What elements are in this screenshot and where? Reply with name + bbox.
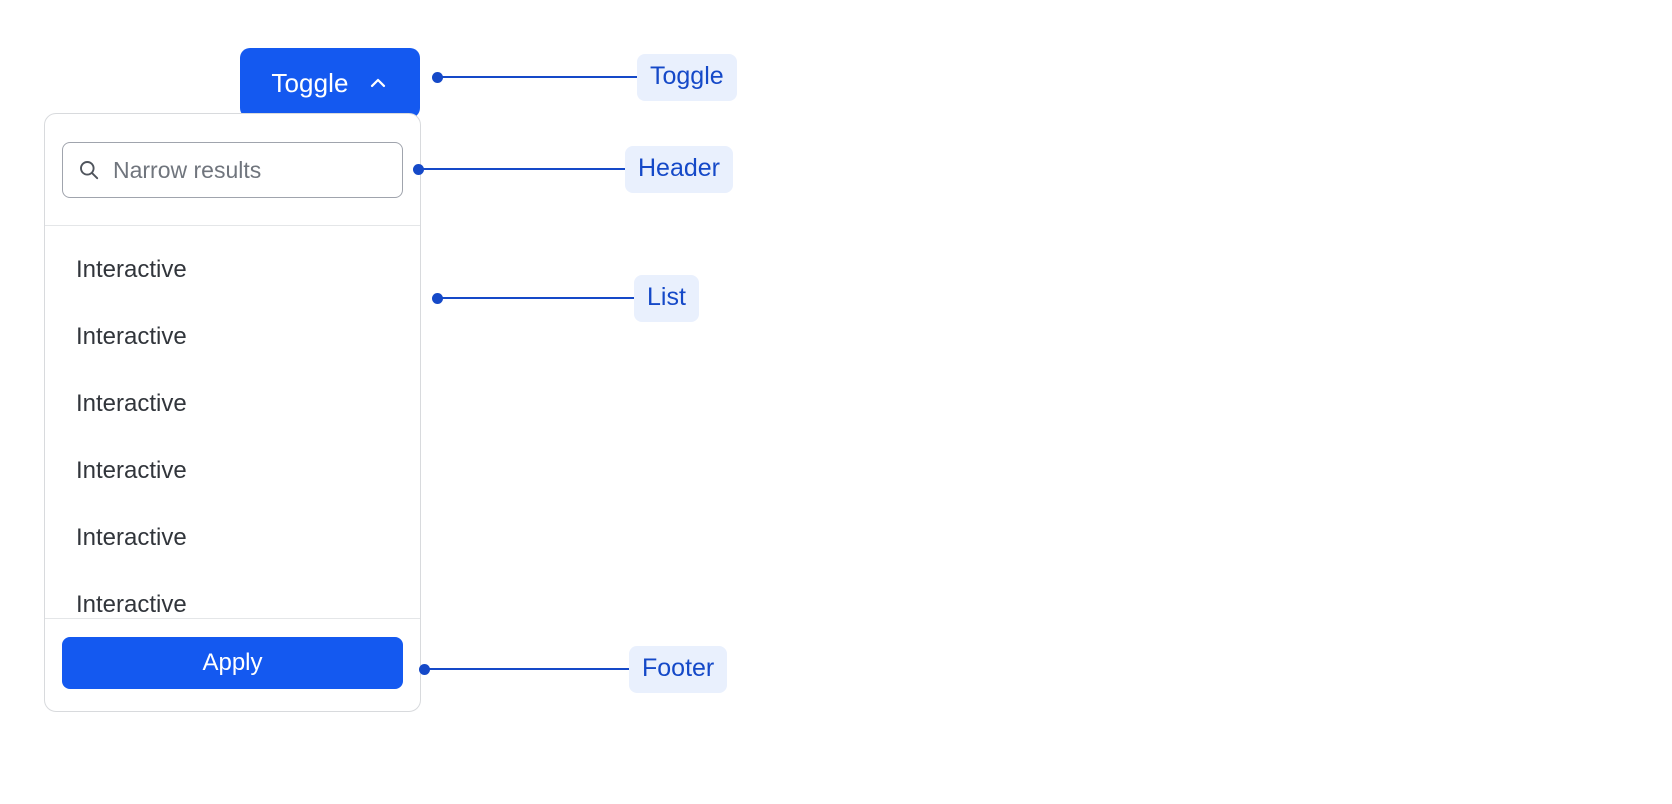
list-item[interactable]: Interactive <box>45 236 420 303</box>
search-icon <box>77 158 101 182</box>
annotation-label: Toggle <box>637 53 737 101</box>
annotation-leader-line <box>442 297 634 299</box>
annotation-dot-icon <box>432 292 443 304</box>
annotation-footer: Footer <box>419 645 728 693</box>
search-box[interactable] <box>62 142 403 198</box>
annotation-dot-icon <box>413 163 424 175</box>
search-input[interactable] <box>113 156 388 184</box>
list-item-label: Interactive <box>76 389 187 417</box>
dropdown-panel: Interactive Interactive Interactive Inte… <box>44 113 421 712</box>
annotation-leader-line <box>442 76 637 78</box>
annotation-leader-line <box>423 168 625 170</box>
list-item-label: Interactive <box>76 590 187 618</box>
list-item-label: Interactive <box>76 255 187 283</box>
list-item[interactable]: Interactive <box>45 437 420 504</box>
annotation-label: List <box>634 274 699 322</box>
chevron-up-icon <box>367 72 389 94</box>
panel-list[interactable]: Interactive Interactive Interactive Inte… <box>45 226 420 618</box>
list-item-label: Interactive <box>76 456 187 484</box>
annotation-toggle: Toggle <box>432 53 737 101</box>
annotation-label: Header <box>625 145 733 193</box>
toggle-button[interactable]: Toggle <box>240 48 420 118</box>
list-item[interactable]: Interactive <box>45 504 420 571</box>
list-item[interactable]: Interactive <box>45 303 420 370</box>
list-item-label: Interactive <box>76 322 187 350</box>
annotation-dot-icon <box>432 71 443 83</box>
list-item[interactable]: Interactive <box>45 571 420 618</box>
list-item[interactable]: Interactive <box>45 370 420 437</box>
annotation-dot-icon <box>419 663 430 675</box>
toggle-button-label: Toggle <box>271 68 349 98</box>
apply-button[interactable]: Apply <box>62 637 403 689</box>
annotation-list: List <box>432 274 699 322</box>
panel-header <box>45 114 420 226</box>
annotation-header: Header <box>413 145 733 193</box>
annotation-label: Footer <box>629 645 728 693</box>
panel-footer: Apply <box>45 618 420 711</box>
list-item-label: Interactive <box>76 523 187 551</box>
annotation-leader-line <box>429 668 629 670</box>
